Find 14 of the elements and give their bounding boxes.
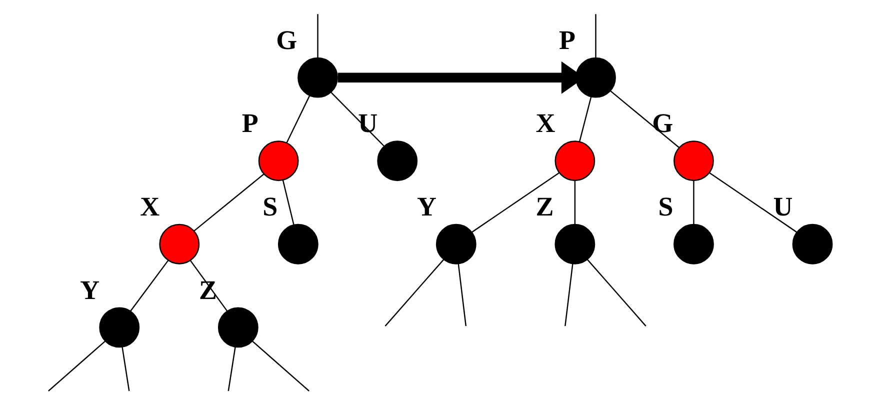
node-label: Y [80,274,100,305]
node-label: Y [416,191,436,222]
node-label: P [558,24,575,55]
node-label: G [652,108,673,138]
node-label: G [276,24,297,55]
node-label: U [358,108,378,138]
node-label: U [772,191,792,222]
node-label: X [140,191,160,222]
node-label: X [535,108,555,138]
node-label: P [241,108,258,138]
node-label: Z [535,191,554,222]
node-label: Z [198,274,216,305]
node-label: S [262,191,278,222]
node-label: S [658,191,673,222]
